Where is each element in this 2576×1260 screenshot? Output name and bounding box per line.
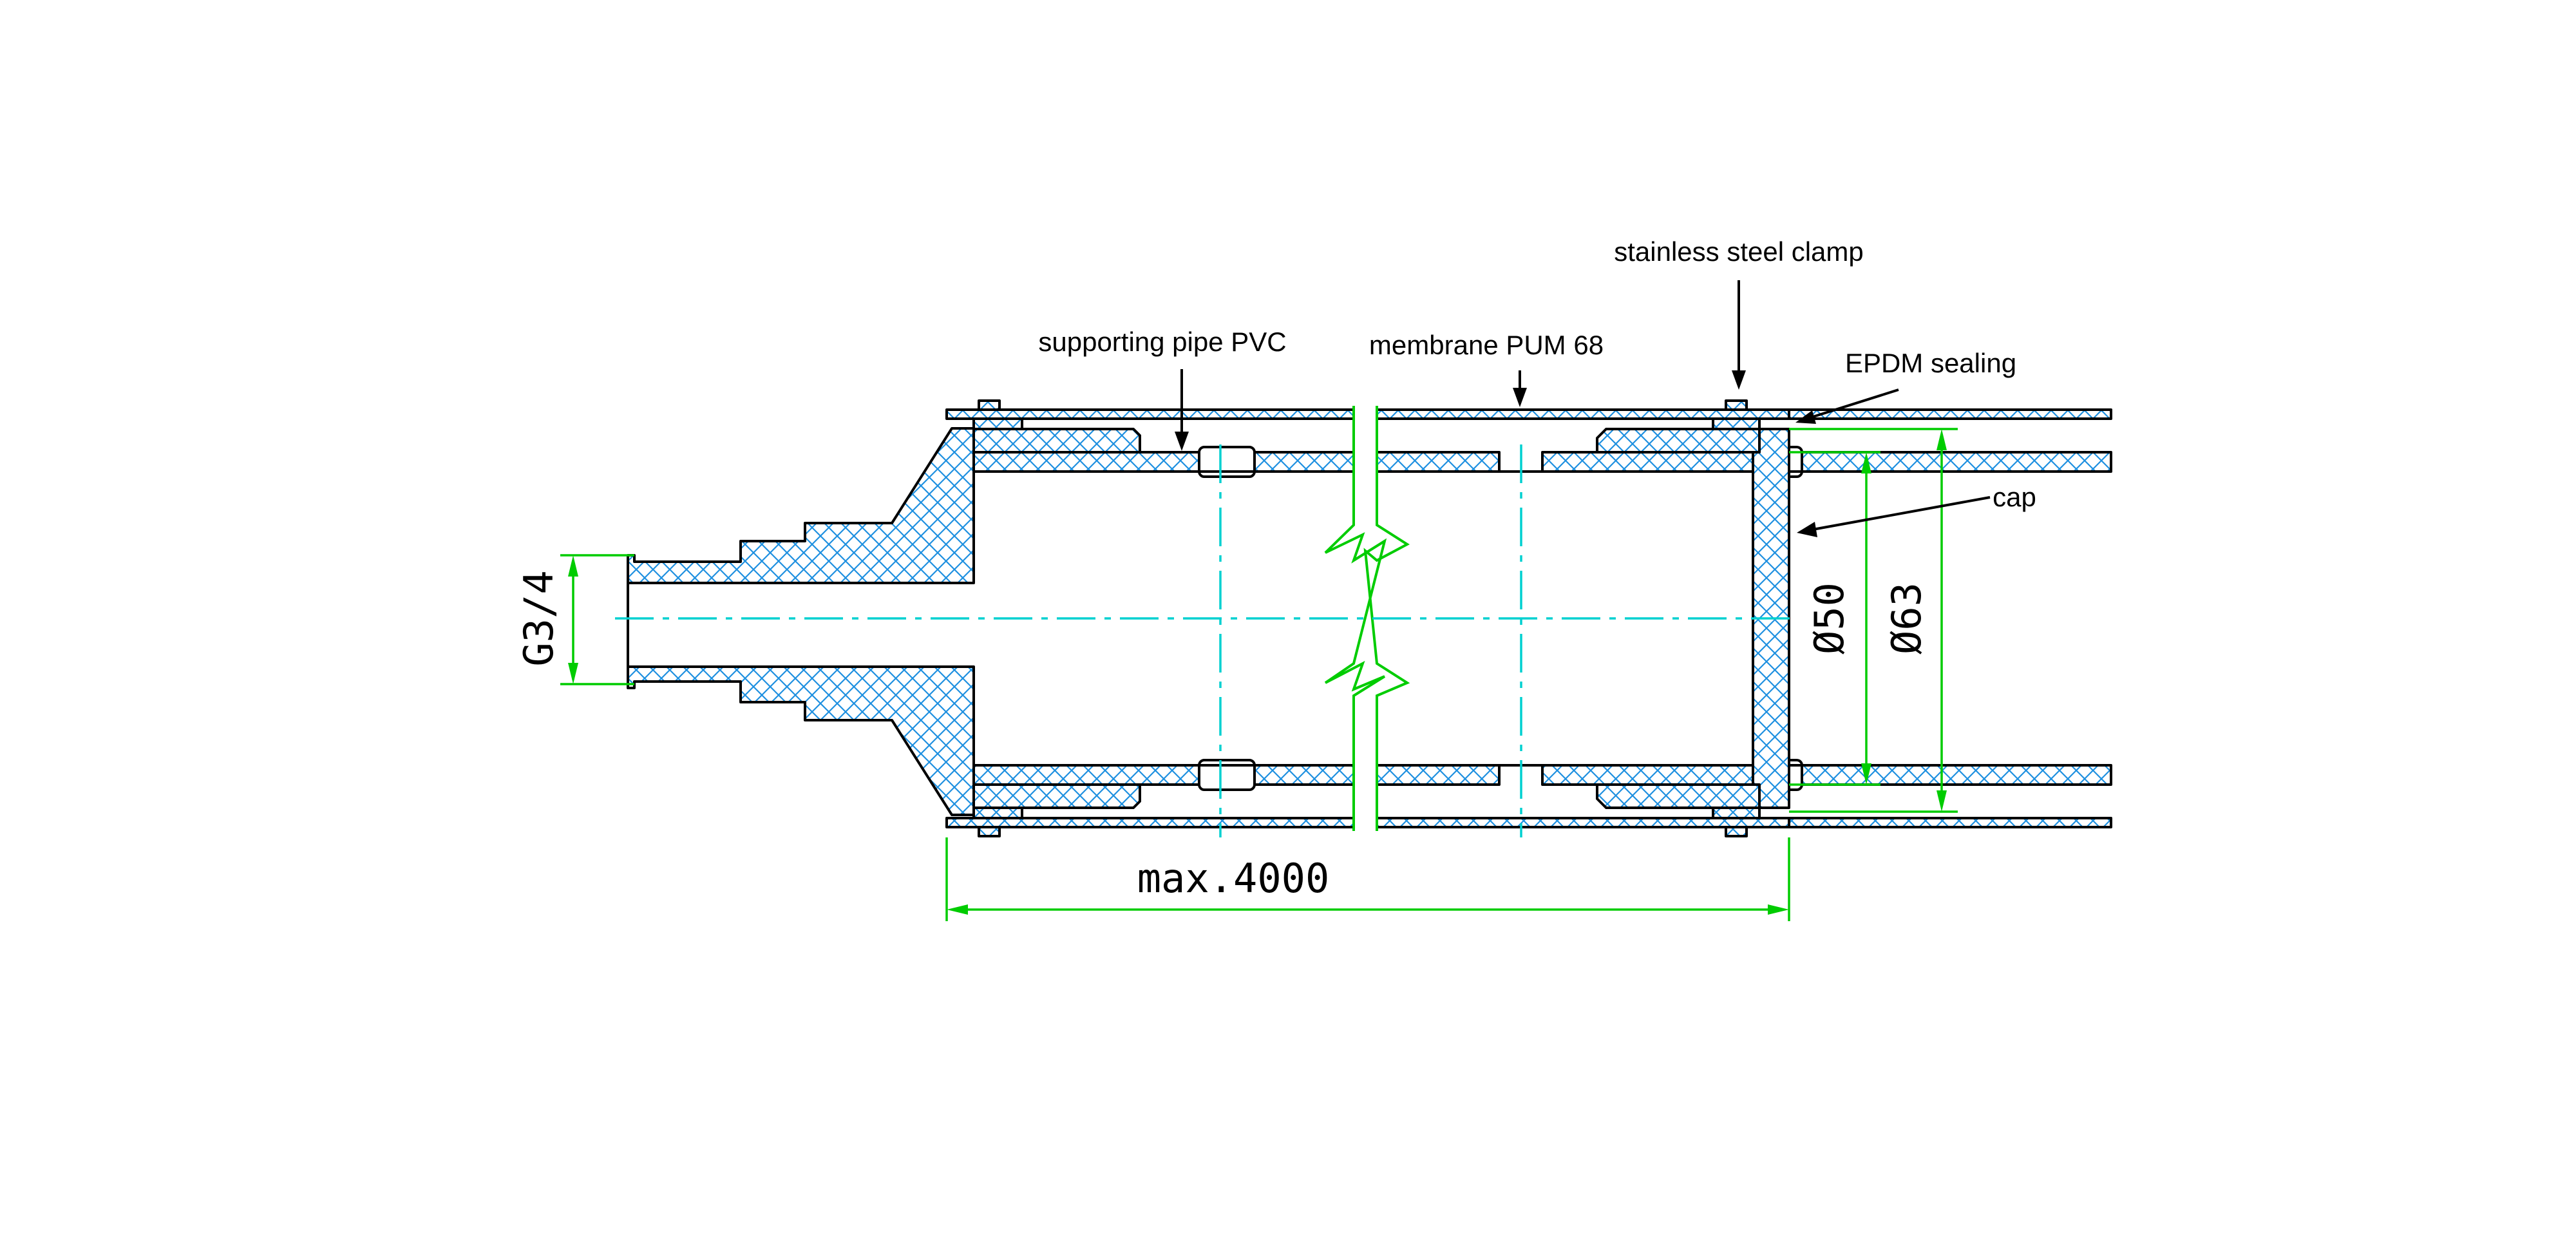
clamps-and-seals	[972, 399, 1779, 837]
dimension-thread: G3/4	[515, 554, 634, 685]
clamp-right-top	[1712, 417, 1761, 430]
clamp-right-bottom	[1712, 807, 1761, 819]
inlet-fitting	[627, 427, 975, 816]
callout-clamp: stainless steel clamp	[1614, 236, 1864, 390]
callout-supporting-pipe: supporting pipe PVC	[1038, 327, 1287, 451]
inner-diameter-label: Ø50	[1806, 582, 1853, 654]
clamp-left-bottom-band	[978, 826, 1001, 837]
callout-cap: cap	[1797, 482, 2036, 537]
thread-dimension-label: G3/4	[515, 570, 562, 666]
supporting-pipe-label: supporting pipe PVC	[1038, 327, 1286, 357]
epdm-sealing-label: EPDM sealing	[1845, 348, 2016, 378]
clamp-left-top	[972, 417, 1023, 430]
membrane-label: membrane PUM 68	[1369, 330, 1604, 360]
epdm-sealing-bottom	[1596, 783, 1779, 809]
length-dimension-label: max.4000	[1137, 855, 1330, 902]
cap-label: cap	[1993, 482, 2036, 512]
dimension-length: max.4000	[945, 837, 1790, 921]
centerlines	[615, 444, 1794, 837]
callout-membrane: membrane PUM 68	[1369, 330, 1604, 407]
dimension-outer-diameter: Ø63	[1789, 428, 1958, 813]
callout-epdm-sealing: EPDM sealing	[1795, 348, 2016, 424]
inlet-fitting-lower	[627, 665, 975, 816]
clamp-right-top-band	[1725, 399, 1748, 411]
dimension-inner-diameter: Ø50	[1789, 451, 1880, 786]
membrane-sleeve	[945, 408, 2112, 828]
inlet-fitting-upper	[627, 427, 975, 584]
clamp-label: stainless steel clamp	[1614, 236, 1864, 267]
clamp-left-bottom	[972, 807, 1023, 819]
clamp-right-bottom-band	[1725, 826, 1748, 837]
clamp-left-top-band	[978, 399, 1001, 411]
epdm-sealing-top	[1596, 428, 1779, 453]
outer-diameter-label: Ø63	[1883, 582, 1930, 654]
